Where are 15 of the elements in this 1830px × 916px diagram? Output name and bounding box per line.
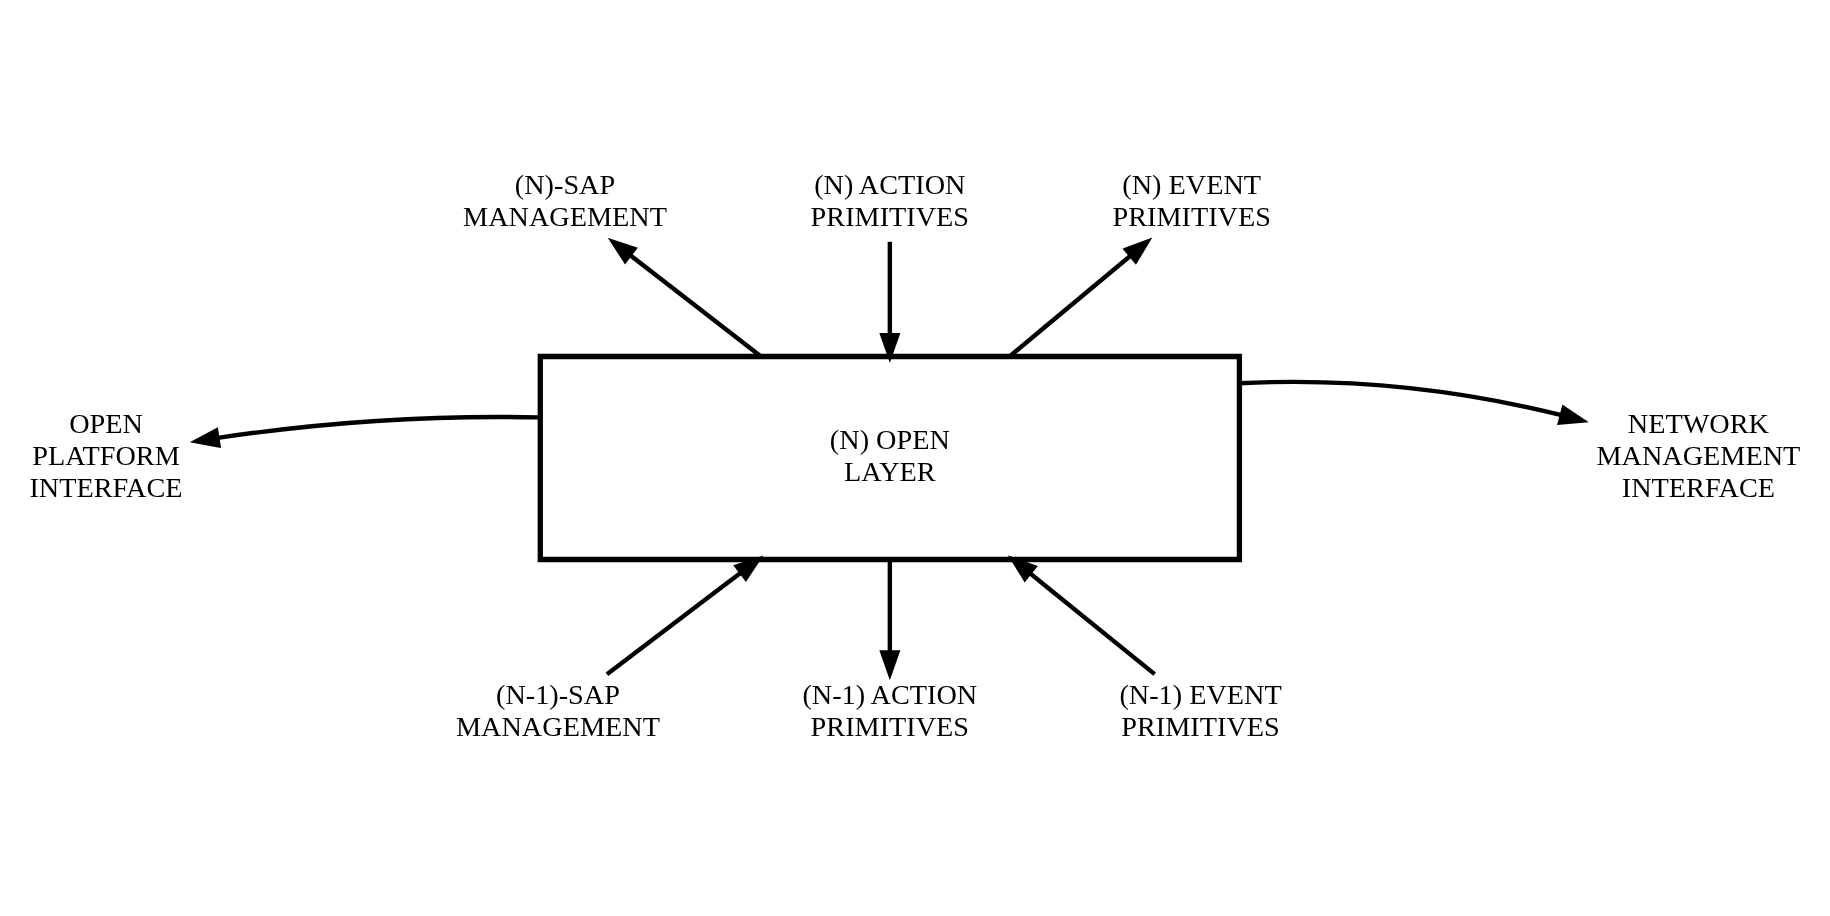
node-text: OPEN PLATFORM INTERFACE [29, 407, 183, 503]
arrow [879, 559, 901, 681]
arrow [605, 555, 764, 676]
arrow [1007, 555, 1157, 676]
node-text: (N) ACTION PRIMITIVES [810, 168, 970, 232]
node-text: NETWORK MANAGEMENT INTERFACE [1596, 407, 1801, 503]
node-text: (N-1) EVENT PRIMITIVES [1119, 678, 1282, 742]
arrow [1239, 379, 1589, 425]
node-box: (N) OPEN LAYER [537, 353, 1243, 563]
node-text: (N)-SAP MANAGEMENT [463, 168, 667, 232]
arrow [189, 414, 540, 449]
node-text: (N-1)-SAP MANAGEMENT [456, 678, 660, 742]
node-text: (N) EVENT PRIMITIVES [1112, 168, 1271, 232]
arrow [879, 241, 901, 364]
node-text: (N-1) ACTION PRIMITIVES [802, 678, 978, 742]
